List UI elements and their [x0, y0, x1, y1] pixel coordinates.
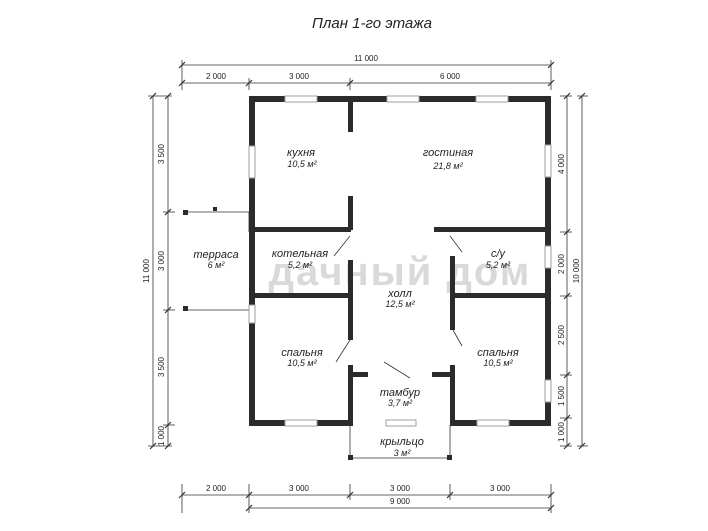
- dim-bottom-3: 3 000: [390, 484, 411, 493]
- dim-bottom-2: 3 000: [289, 484, 310, 493]
- room-hall-area: 12,5 м²: [385, 299, 415, 309]
- room-porch-area: 3 м²: [394, 448, 412, 458]
- watermark: дачный дом: [269, 250, 532, 294]
- room-bedroom1-area: 10,5 м²: [287, 358, 317, 368]
- room-terrace-name: терраса: [193, 249, 238, 261]
- dim-right-1: 4 000: [557, 153, 566, 174]
- room-vestibule-area: 3,7 м²: [388, 398, 413, 408]
- room-porch-name: крыльцо: [380, 436, 424, 448]
- terrace-posts: [183, 207, 217, 311]
- plan-title: План 1-го этажа: [312, 15, 432, 32]
- dim-right-total: 10 000: [572, 258, 581, 283]
- dim-top-2: 3 000: [289, 72, 310, 81]
- dim-right-2: 2 000: [557, 253, 566, 274]
- room-kitchen-area: 10,5 м²: [287, 159, 317, 169]
- dim-top-3: 6 000: [440, 72, 461, 81]
- room-bath-name: с/у: [491, 248, 507, 260]
- room-hall-name: холл: [387, 288, 412, 300]
- room-bath-area: 5,2 м²: [486, 260, 511, 270]
- windows: [248, 95, 552, 427]
- dim-bottom-total: 9 000: [390, 497, 411, 506]
- room-bedroom2-name: спальня: [477, 347, 519, 359]
- dim-left-1: 3 500: [157, 143, 166, 164]
- dim-right-3: 2 500: [557, 324, 566, 345]
- dim-left-4: 1 000: [157, 425, 166, 446]
- dim-top-total: 11 000: [354, 54, 378, 63]
- dim-top-1: 2 000: [206, 72, 227, 81]
- room-kitchen-name: кухня: [287, 147, 315, 159]
- room-vestibule-name: тамбур: [380, 387, 420, 399]
- room-bedroom2-area: 10,5 м²: [483, 358, 513, 368]
- porch-outline: [349, 425, 451, 459]
- dim-right-5: 1 000: [557, 421, 566, 442]
- dim-right-4: 1 500: [557, 385, 566, 406]
- room-terrace-area: 6 м²: [208, 260, 226, 270]
- porch-posts: [348, 455, 452, 460]
- dim-bottom-4: 3 000: [490, 484, 511, 493]
- dimension-ticks: [149, 61, 586, 512]
- room-bedroom1-name: спальня: [281, 347, 323, 359]
- dim-left-3: 3 500: [157, 356, 166, 377]
- door-lines: [333, 235, 463, 426]
- room-boiler-name: котельная: [272, 248, 328, 260]
- room-boiler-area: 5,2 м²: [288, 260, 313, 270]
- dim-left-2: 3 000: [157, 250, 166, 271]
- dim-left-total: 11 000: [142, 259, 151, 283]
- dim-bottom-1: 2 000: [206, 484, 227, 493]
- room-living-area: 21,8 м²: [432, 161, 463, 171]
- room-living-name: гостиная: [423, 147, 473, 159]
